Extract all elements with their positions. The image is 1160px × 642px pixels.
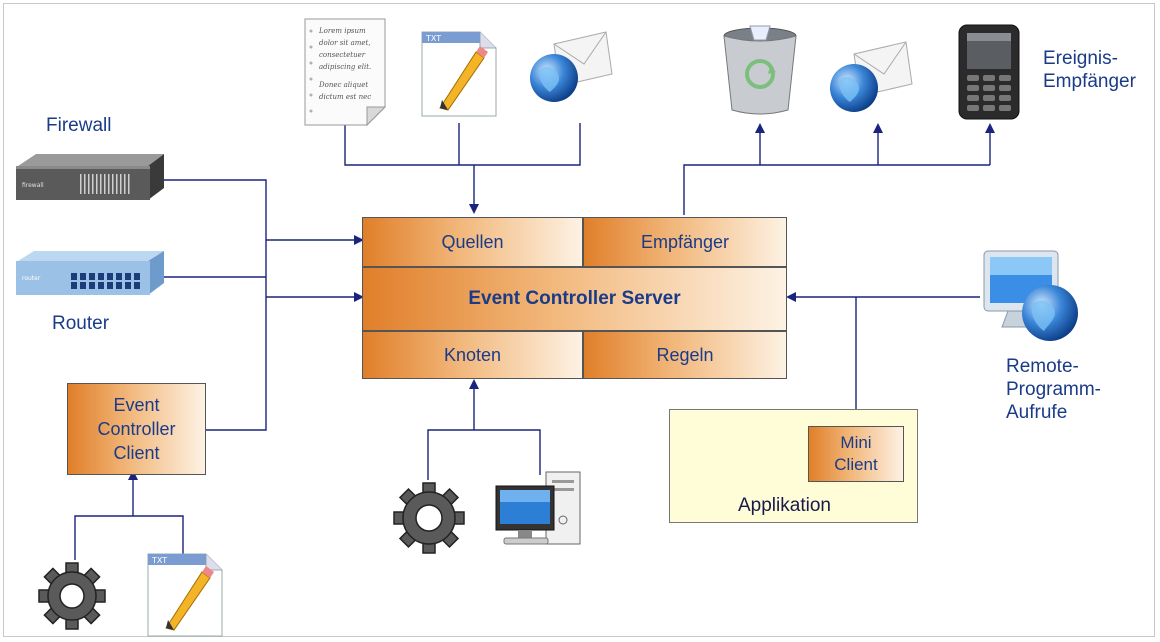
remote-aufrufe-line-2: Programm- (1006, 379, 1102, 400)
ereignis-empfaenger-line-1: Ereignis- (1043, 48, 1118, 69)
regeln-box: Regeln (583, 331, 787, 379)
event-controller-client-box: Event Controller Client (67, 383, 206, 475)
email-globe-icon (830, 41, 913, 112)
router-device-icon: router (16, 251, 164, 295)
ereignis-empfaenger-line-2: Empfänger (1043, 71, 1136, 92)
doc-line-6: dictum est nec (319, 93, 371, 101)
quellen-box: Quellen (362, 217, 583, 267)
firewall-label: Firewall (46, 115, 112, 136)
txt-file-icon: TXT (421, 31, 497, 117)
monitor-globe-icon (983, 250, 1078, 341)
mobile-phone-icon (958, 24, 1020, 120)
doc-line-2: dolor sit amet, (319, 39, 371, 47)
client-line-3: Client (113, 443, 160, 463)
gear-icon (393, 482, 465, 554)
router-label: Router (52, 313, 110, 334)
event-controller-server-label: Event Controller Server (468, 288, 681, 309)
doc-line-1: Lorem ipsum (318, 27, 366, 35)
doc-line-3: consectetuer (319, 51, 366, 59)
applikation-label: Applikation (738, 495, 831, 516)
firewall-device-icon: firewall (16, 154, 164, 200)
mini-client-line-2: Client (834, 455, 878, 474)
diagram-frame (3, 3, 1155, 637)
firewall-device-text: firewall (22, 182, 44, 189)
client-line-1: Event (113, 395, 160, 415)
text-document-icon: Lorem ipsum dolor sit amet, consectetuer… (304, 18, 387, 127)
router-device-text: router (22, 275, 41, 282)
mini-client-box: Mini Client (808, 426, 904, 482)
quellen-label: Quellen (441, 231, 504, 252)
empfaenger-box: Empfänger (583, 217, 787, 267)
regeln-label: Regeln (656, 344, 714, 365)
desktop-computer-icon (495, 471, 581, 545)
recycle-bin-icon (723, 25, 797, 115)
doc-line-5: Donec aliquet (318, 81, 368, 89)
knoten-label: Knoten (443, 344, 502, 365)
ereignis-empfaenger-label: Ereignis- Empfänger (1043, 47, 1136, 93)
client-line-2: Controller (97, 419, 176, 439)
event-controller-server-box: Event Controller Server (362, 267, 787, 331)
gear-icon (38, 562, 106, 630)
txt-badge: TXT (151, 556, 167, 565)
remote-aufrufe-line-3: Aufrufe (1006, 402, 1068, 423)
mini-client-line-1: Mini (840, 433, 872, 452)
remote-aufrufe-line-1: Remote- (1006, 356, 1079, 377)
knoten-box: Knoten (362, 331, 583, 379)
doc-line-4: adipiscing elit. (319, 63, 371, 71)
email-globe-icon (530, 31, 613, 102)
empfaenger-label: Empfänger (640, 231, 730, 252)
remote-aufrufe-label: Remote- Programm- Aufrufe (1006, 355, 1101, 424)
txt-badge: TXT (425, 34, 441, 43)
txt-file-icon: TXT (147, 553, 223, 637)
